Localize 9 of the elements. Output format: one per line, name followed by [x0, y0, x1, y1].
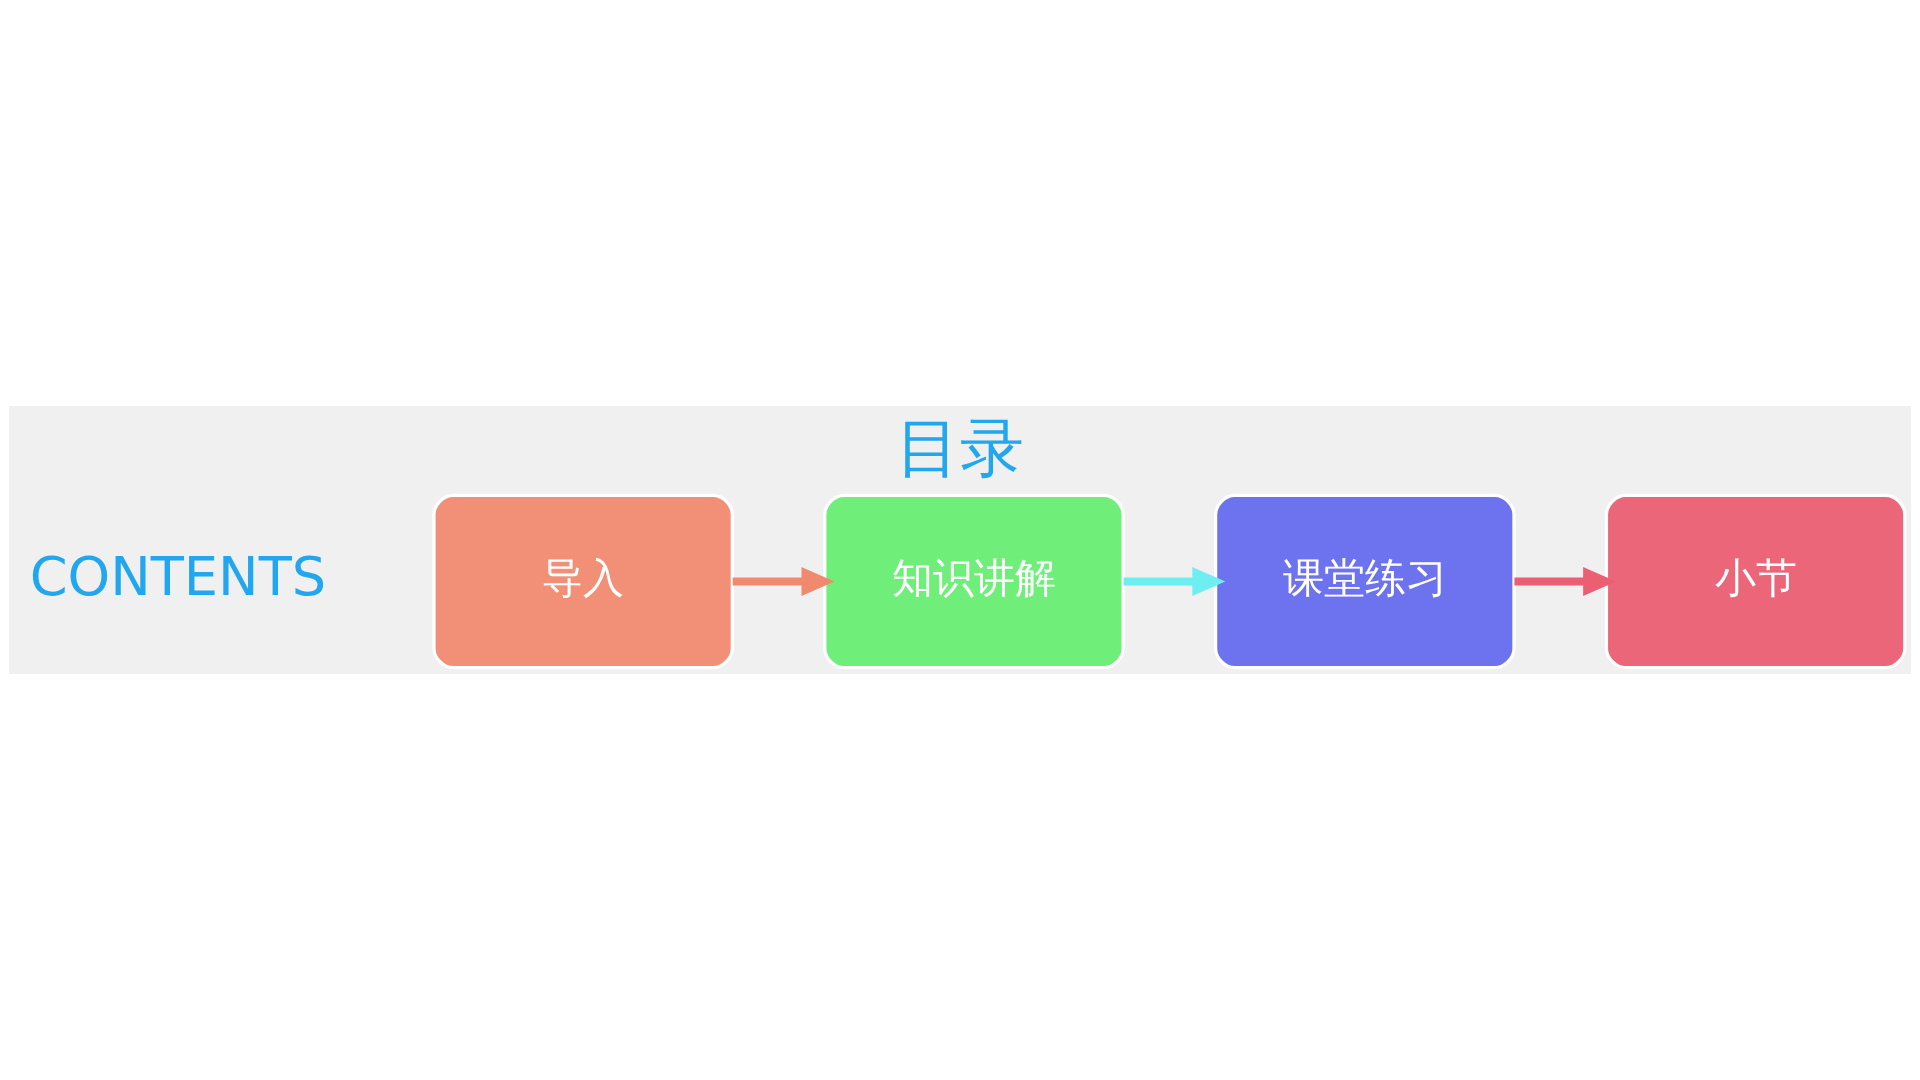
- arrow: [1514, 567, 1617, 596]
- label: CONTENTS: [29, 545, 327, 609]
- node-box: 导入: [432, 493, 734, 670]
- node-box: 课堂练习: [1214, 493, 1516, 670]
- node-box: 小节: [1604, 493, 1907, 670]
- arrow: [732, 567, 835, 596]
- arrow: [1123, 567, 1226, 596]
- node-box: 知识讲解: [823, 493, 1125, 670]
- diagram-title: 目录: [896, 410, 1024, 485]
